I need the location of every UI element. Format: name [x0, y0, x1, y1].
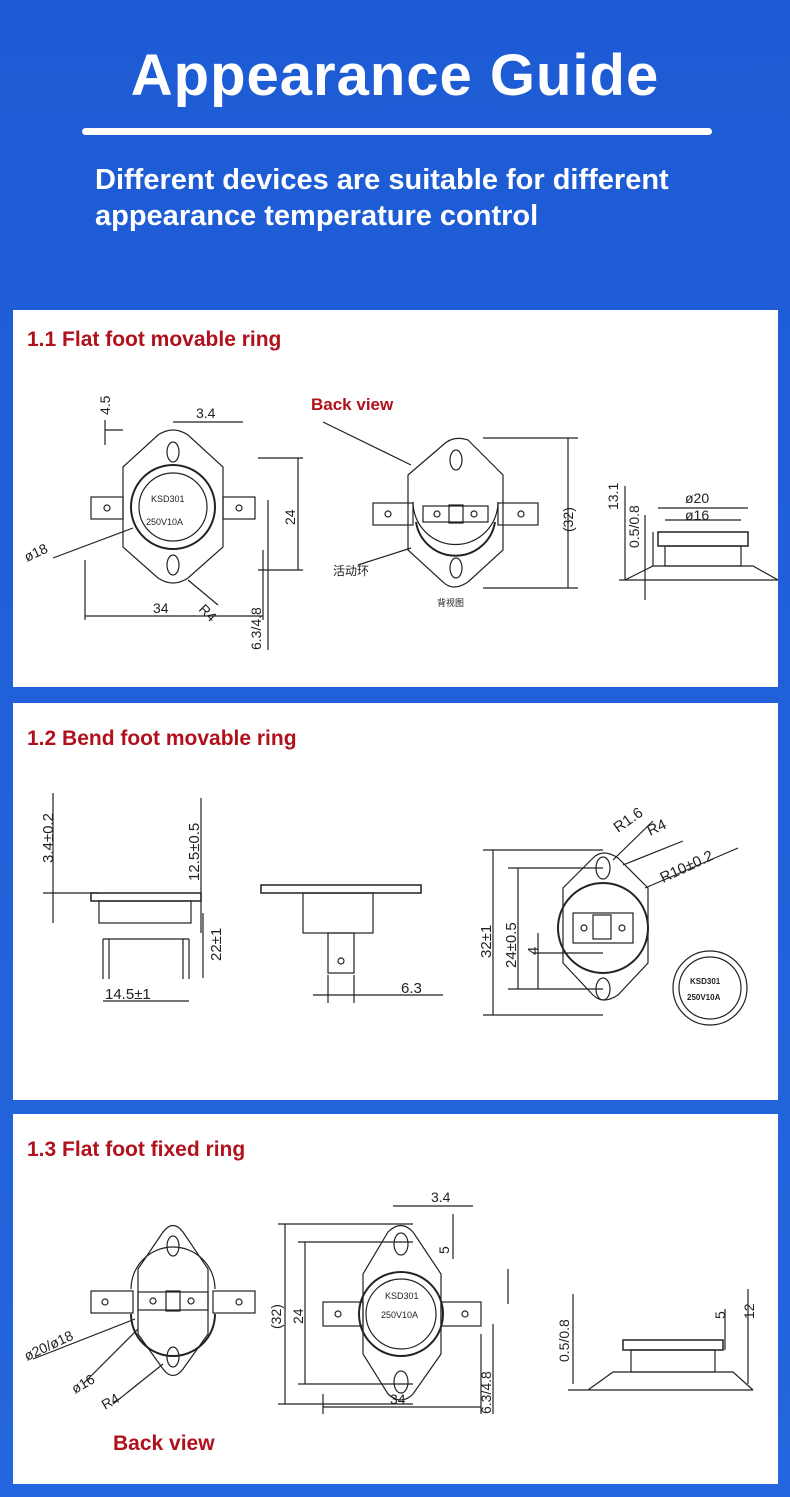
dim-24: 24	[282, 509, 298, 525]
dim-34: 34	[153, 600, 169, 616]
dim-3.4: 3.4	[196, 405, 216, 421]
drawing-bend-foot-movable-ring: 3.4±0.2 12.5±0.5 22±1 14.5±1 6.3	[40, 793, 748, 1026]
section-title: 1.2 Bend foot movable ring	[27, 727, 297, 750]
dim-d20: ø20	[685, 490, 709, 506]
drawing-flat-foot-movable-ring: KSD301 250V10A 4.5 3.4 24 ø18 R4 34 6.3/…	[22, 395, 778, 650]
dim-13.1: 13.1	[605, 483, 621, 510]
dim-6.3: 6.3	[401, 980, 422, 997]
title-underline	[82, 128, 712, 135]
back-view-label: Back view	[311, 395, 394, 414]
dim-5b: 5	[712, 1311, 728, 1319]
back-view-bend	[483, 820, 739, 1016]
back-view	[322, 421, 578, 589]
dim-12.5: 12.5±0.5	[186, 823, 203, 881]
label-face: KSD301 250V10A	[672, 950, 748, 1026]
dim-24: 24	[290, 1308, 306, 1324]
dim-22: 22±1	[208, 928, 225, 961]
dim-32: (32)	[560, 507, 576, 532]
dim-24: 24±0.5	[503, 922, 520, 968]
section-flat-foot-movable-ring: 1.1 Flat foot movable ring KSD301 250V10…	[13, 310, 778, 687]
section-flat-foot-fixed-ring: 1.3 Flat foot fixed ring ø20/ø18 ø16 R4	[13, 1114, 778, 1484]
back-view-label: Back view	[113, 1432, 215, 1455]
device-rating: 250V10A	[146, 517, 183, 527]
side-view-straight	[260, 884, 443, 1003]
dim-32: (32)	[268, 1304, 284, 1329]
dim-3.4: 3.4±0.2	[40, 813, 57, 863]
drawing-flat-foot-fixed-ring: ø20/ø18 ø16 R4 KSD301 250V10A	[22, 1189, 757, 1414]
dim-6.3-4.8: 6.3/4.8	[478, 1371, 494, 1414]
device-model: KSD301	[690, 977, 721, 986]
dim-34: 34	[390, 1391, 406, 1407]
section-bend-foot-movable-ring: 1.2 Bend foot movable ring 3.4±0.2 12.5±…	[13, 703, 778, 1100]
page-title: Appearance Guide	[130, 43, 660, 108]
device-model: KSD301	[151, 494, 185, 504]
side-view	[619, 486, 778, 600]
front-view-fixed: KSD301 250V10A	[278, 1205, 509, 1414]
section-title: 1.1 Flat foot movable ring	[27, 328, 282, 351]
dim-R4: R4	[645, 816, 670, 840]
back-view-fixed	[32, 1224, 256, 1405]
dim-R4: R4	[99, 1390, 123, 1413]
page-subtitle: Different devices are suitable for diffe…	[95, 164, 669, 232]
section-title: 1.3 Flat foot fixed ring	[27, 1138, 246, 1161]
dim-5: 5	[436, 1246, 452, 1254]
dim-d16: ø16	[685, 507, 709, 523]
dim-12: 12	[741, 1303, 757, 1319]
dim-3.4: 3.4	[431, 1189, 451, 1205]
device-rating: 250V10A	[687, 993, 721, 1002]
front-view: KSD301 250V10A	[52, 420, 303, 650]
dim-0.5-0.8: 0.5/0.8	[556, 1319, 572, 1362]
device-rating: 250V10A	[381, 1310, 418, 1320]
dim-4: 4	[525, 947, 542, 955]
dim-R1.6: R1.6	[611, 804, 647, 836]
dim-0.5-0.8: 0.5/0.8	[626, 505, 642, 548]
dim-14.5: 14.5±1	[105, 986, 151, 1003]
device-model: KSD301	[385, 1291, 419, 1301]
rear-view-note: 背视图	[437, 597, 464, 608]
dim-6.3-4.8: 6.3/4.8	[248, 607, 264, 650]
movable-ring-note: 活动环	[333, 564, 369, 578]
side-view-fixed	[568, 1289, 754, 1391]
side-view-bend	[43, 793, 204, 1002]
dim-32: 32±1	[478, 925, 495, 958]
dim-R10: R10±0.2	[658, 847, 716, 886]
dim-4.5: 4.5	[97, 395, 113, 415]
dim-d18: ø18	[22, 540, 51, 565]
